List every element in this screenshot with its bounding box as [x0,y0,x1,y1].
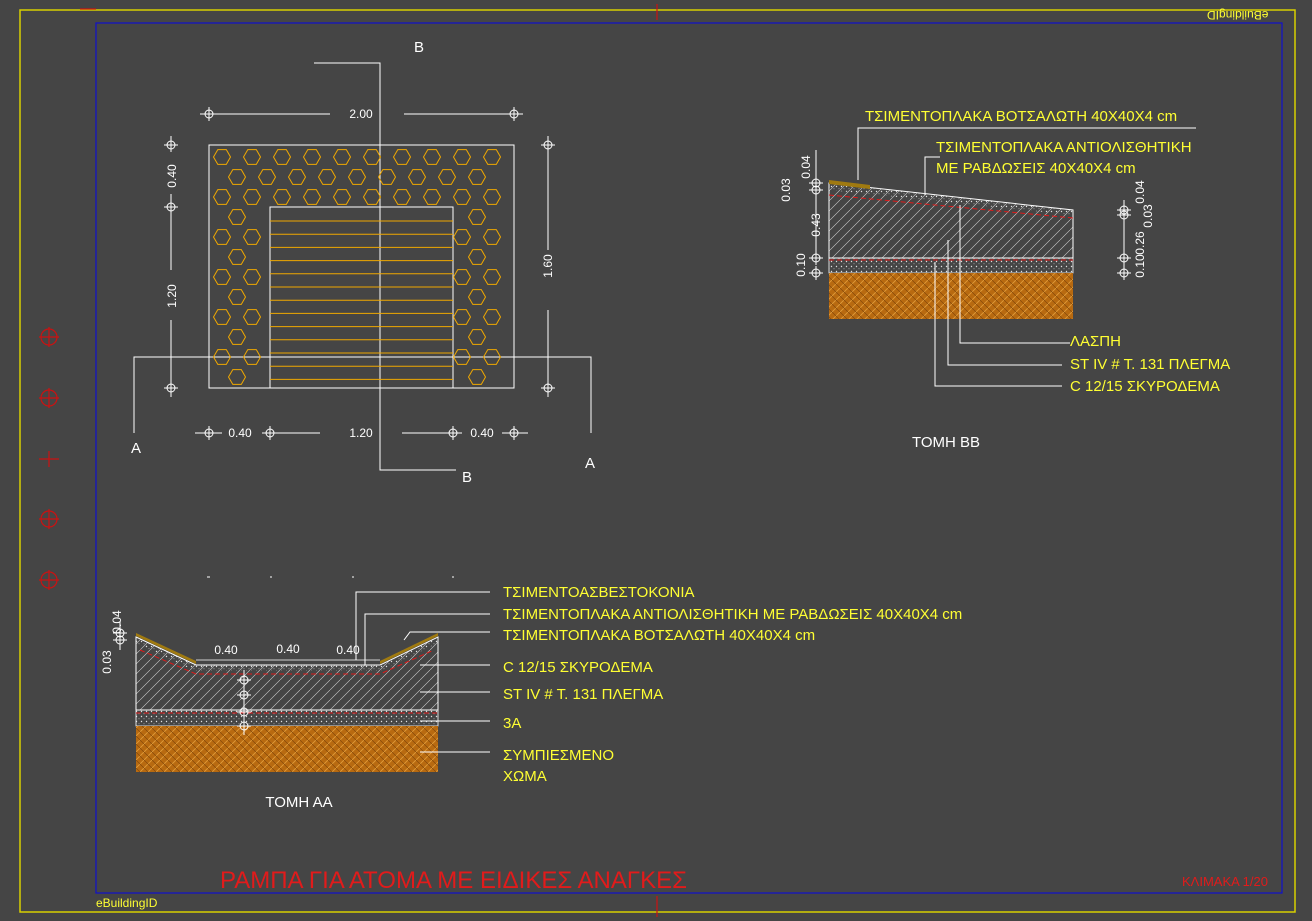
viewport-frame [95,22,1283,894]
plan-dim-right: 1.60 [541,254,555,278]
section-a-left: A [131,440,141,457]
bb-dim-right-2: 0.26 [1133,231,1147,255]
aa-caption: ΤΟΜΗ ΑΑ [265,794,332,811]
plan-dim-bottom-mid: 1.20 [349,426,373,440]
bb-label-mortar: ΛΑΣΠΗ [1070,333,1121,350]
aa-label-mesh: ST IV # T. 131 ΠΛΕΓΜΑ [503,686,663,703]
bb-dim-left-2: 0.43 [809,213,823,237]
bb-label-antislip-slab: ΤΣΙΜΕΝΤΟΠΛΑΚΑ ΑΝΤΙΟΛΙΣΘΗΤΙΚΗ [936,139,1192,156]
watermark-bottom: eBuildingID [96,896,158,910]
aa-dim-top-0: 0.40 [214,643,238,657]
section-aa: 0.40 0.40 0.40 0.04 0.03 ΤΣΙΜΕΝΤΟΑΣΒΕΣΤΟ… [100,584,962,811]
drawing-scale: ΚΛΙΜΑΚΑ 1/20 [1182,874,1268,889]
plan-dim-bottom-right: 0.40 [470,426,494,440]
plan-dim-bottom-left: 0.40 [228,426,252,440]
aa-label-antislip: ΤΣΙΜΕΝΤΟΠΛΑΚΑ ΑΝΤΙΟΛΙΣΘΗΤΙΚΗ ΜΕ ΡΑΒΔΩΣΕΙ… [503,606,962,623]
aa-label-3a: 3Α [503,715,521,732]
bb-dim-left-3: 0.10 [794,253,808,277]
bb-caption: ΤΟΜΗ ΒΒ [912,434,980,451]
aa-label-mortar: ΤΣΙΜΕΝΤΟΑΣΒΕΣΤΟΚΟΝΙΑ [503,584,695,601]
section-b-top: B [414,39,424,56]
watermark-top: eBuildingID [1207,8,1269,22]
aa-label-pebble: ΤΣΙΜΕΝΤΟΠΛΑΚΑ ΒΟΤΣΑΛΩΤΗ 40Χ40Χ4 cm [503,627,815,644]
plan-dim-left-top: 0.40 [165,164,179,188]
aa-dim-left-1: 0.03 [100,650,114,674]
bb-label-antislip-slab-2: ΜΕ ΡΑΒΔΩΣΕΙΣ 40Χ40Χ4 cm [936,160,1136,177]
bb-label-pebble-slab: ΤΣΙΜΕΝΤΟΠΛΑΚΑ ΒΟΤΣΑΛΩΤΗ 40Χ40Χ4 cm [865,108,1177,125]
aa-label-soil-2: ΧΩΜΑ [503,768,547,785]
drawing-title: ΡΑΜΠΑ ΓΙΑ ΑΤΟΜΑ ΜΕ ΕΙΔΙΚΕΣ ΑΝΑΓΚΕΣ [220,867,687,894]
aa-dim-top-1: 0.40 [276,642,300,656]
margin-markers [39,327,59,590]
plan-outline [208,144,515,389]
bb-dim-right-0: 0.04 [1133,180,1147,204]
bb-dim-left-1: 0.03 [779,178,793,202]
plan-dim-left-bottom: 1.20 [165,284,179,308]
aa-label-soil-1: ΣΥΜΠΙΕΣΜΕΝΟ [503,747,614,764]
bb-dim-right-1: 0.03 [1141,204,1155,228]
bb-label-mesh: ST IV # T. 131 ΠΛΕΓΜΑ [1070,356,1230,373]
plan-dim-top: 2.00 [349,107,373,121]
section-b-bottom: B [462,469,472,486]
bb-label-concrete: C 12/15 ΣΚΥΡΟΔΕΜΑ [1070,378,1220,395]
bb-dim-left-0: 0.04 [799,155,813,179]
bb-soil [829,273,1073,319]
aa-dim-top-2: 0.40 [336,643,360,657]
section-a-right: A [585,455,595,472]
bb-dim-right-3: 0.10 [1133,254,1147,278]
aa-soil [136,726,438,772]
aa-label-concrete: C 12/15 ΣΚΥΡΟΔΕΜΑ [503,659,653,676]
ramp-plan [269,206,454,389]
plan-view: 2.00 1.60 0.40 1.20 0.40 1.20 0.40 B B A… [131,39,595,486]
section-bb: ΤΣΙΜΕΝΤΟΠΛΑΚΑ ΒΟΤΣΑΛΩΤΗ 40Χ40Χ4 cm ΤΣΙΜΕ… [779,108,1230,451]
